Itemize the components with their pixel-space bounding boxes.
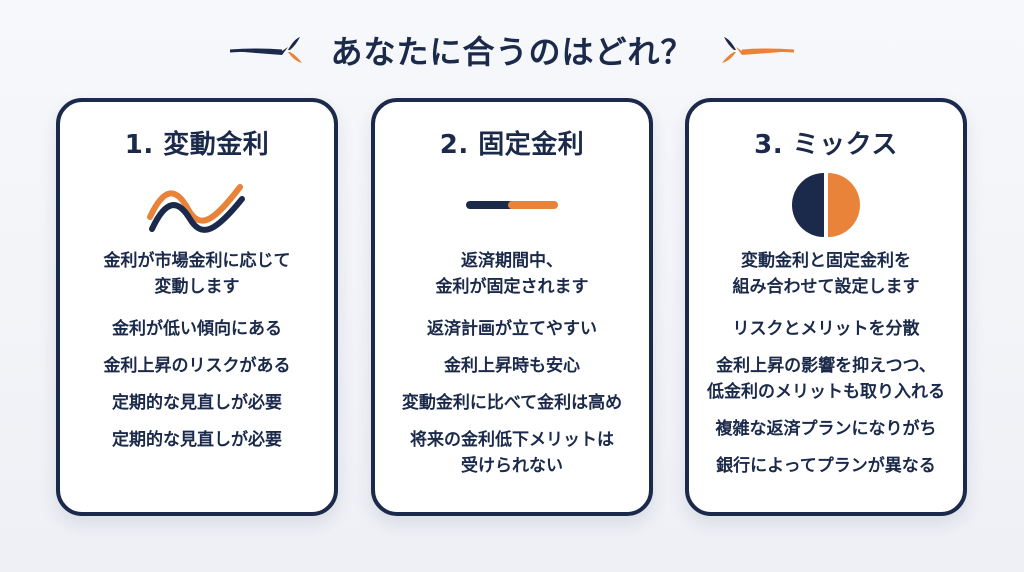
list-item: 将来の金利低下メリットは 受けられない (410, 430, 614, 476)
list-item: 金利上昇のリスクがある (103, 356, 291, 376)
card-description: 変動金利と固定金利を 組み合わせて設定します (732, 251, 920, 297)
list-item: 銀行によってプランが異なる (716, 456, 936, 476)
wave-line-icon (147, 184, 245, 233)
card-points: 返済計画が立てやすい 金利上昇時も安心 変動金利に比べて金利は高め 将来の金利低… (375, 316, 649, 490)
card-description: 返済期間中、 金利が固定されます (435, 251, 589, 297)
card-points: リスクとメリットを分散 金利上昇の影響を抑えつつ、 低金利のメリットも取り入れる… (689, 316, 963, 490)
card-title: 3. ミックス (754, 130, 898, 160)
card-mix: 3. ミックス 変動金利と固定金利を 組み合わせて設定します リスクとメリットを… (685, 98, 967, 516)
half-circle-icon (792, 173, 860, 237)
flourish-right-icon (721, 37, 794, 63)
card-description: 金利が市場金利に応じて 変動します (103, 251, 291, 297)
page-title: あなたに合うのはどれ？ (330, 33, 694, 71)
list-item: 複雑な返済プランになりがち (715, 419, 937, 439)
card-title: 2. 固定金利 (439, 130, 585, 160)
card-points: 金利が低い傾向にある 金利上昇のリスクがある 定期的な見直しが必要 定期的な見直… (60, 316, 334, 464)
card-title: 1. 変動金利 (124, 130, 270, 160)
flourish-left-icon (230, 37, 303, 63)
list-item: 金利上昇の影響を抑えつつ、 低金利のメリットも取り入れる (707, 356, 945, 402)
card-fixed-rate: 2. 固定金利 返済期間中、 金利が固定されます 返済計画が立てやすい 金利上昇… (371, 98, 653, 516)
flat-bar-icon (466, 201, 558, 209)
card-variable-rate: 1. 変動金利 金利が市場金利に応じて 変動します 金利が低い傾向にある 金利上… (56, 98, 338, 516)
list-item: 定期的な見直しが必要 (112, 430, 282, 450)
list-item: 金利上昇時も安心 (444, 356, 580, 376)
list-item: 金利が低い傾向にある (112, 319, 282, 339)
list-item: リスクとメリットを分散 (732, 319, 920, 339)
list-item: 返済計画が立てやすい (427, 319, 597, 339)
list-item: 変動金利に比べて金利は高め (401, 393, 623, 413)
list-item: 定期的な見直しが必要 (112, 393, 282, 413)
header: あなたに合うのはどれ？ (0, 22, 1024, 78)
